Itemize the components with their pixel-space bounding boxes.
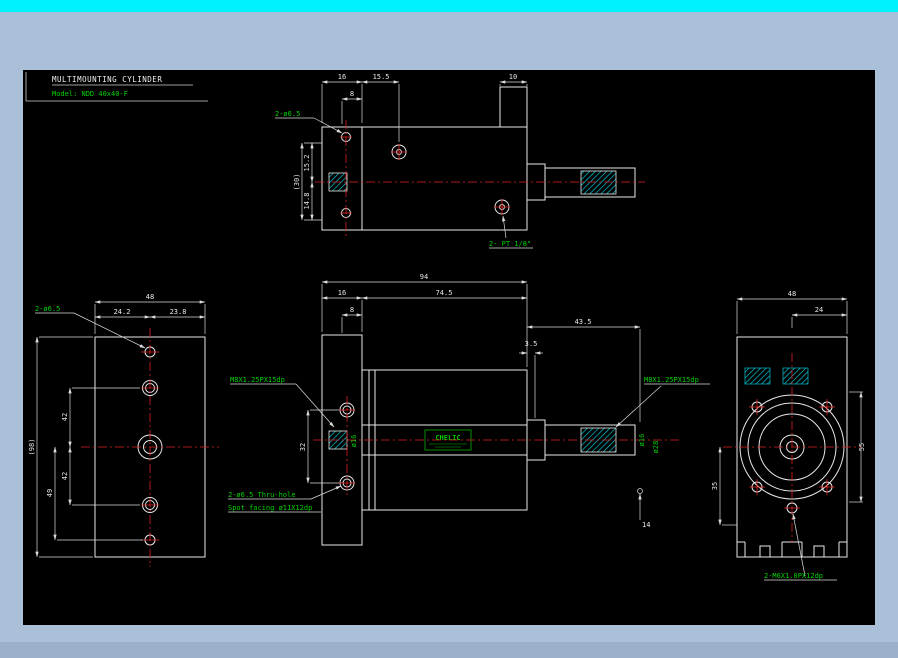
dim-right-35: 35 [711,482,719,490]
dim-left-24-2: 24.2 [114,308,131,316]
dim-top-15-5: 15.5 [373,73,390,81]
note-front-thread-left: M8X1.25PX15dp [230,376,285,384]
dia-front-16-left: ø16 [350,435,358,448]
rod-thread-hatch-top [580,170,617,195]
dia-front-16-right: ø16 [638,434,646,447]
drawing-model: Model: NDD 40x40-F [52,90,128,98]
dia-front-28: ø28 [652,441,660,454]
note-left-holes: 2-ø6.5 [35,305,60,313]
dim-top-30: (30) [293,174,301,191]
dim-top-16: 16 [338,73,346,81]
note-front-thread-right: M8X1.25PX15dp [644,376,699,384]
dim-right-24: 24 [815,306,823,314]
dim-right-55: 55 [858,443,866,451]
right-side-view: 48 24 55 35 2-M6X1.0PX12dp [711,290,866,581]
dim-left-23-8: 23.8 [170,308,187,316]
dim-front-14: 14 [642,521,650,529]
drawing-title: MULTIMOUNTING CYLINDER [52,75,162,84]
note-front-thru-hole: 2-ø6.5 Thru-hole [228,491,295,499]
dim-left-48: 48 [146,293,154,301]
dim-front-8: 8 [350,306,354,314]
dim-front-3-5: 3.5 [525,340,538,348]
dim-top-10: 10 [509,73,517,81]
thread-hatch-right-a [744,367,771,385]
dim-front-43-5: 43.5 [575,318,592,326]
dim-front-32: 32 [299,443,307,451]
dim-front-94: 94 [420,273,428,281]
dim-right-48: 48 [788,290,796,298]
drawing-canvas[interactable]: MULTIMOUNTING CYLINDER Model: NDD 40x40-… [23,70,875,625]
dim-top-14-8: 14.8 [303,193,311,210]
dim-left-42a: 42 [61,413,69,421]
title-block: MULTIMOUNTING CYLINDER Model: NDD 40x40-… [25,72,208,102]
thread-hatch-right-b [782,367,809,385]
top-view: 16 15.5 8 10 15.2 14.8 (30) 2-ø6.5 [275,73,645,249]
engineering-drawing: MULTIMOUNTING CYLINDER Model: NDD 40x40-… [25,72,866,581]
dim-left-49: 49 [46,489,54,497]
left-side-view: 48 24.2 23.8 (98) 49 42 42 2-ø6.5 [28,293,219,567]
chelic-logo: CHELIC [424,429,472,451]
note-top-holes: 2-ø6.5 [275,110,300,118]
window-bottom-strip [0,642,898,658]
dim-left-98: (98) [28,439,36,456]
logo-text: CHELIC [435,434,460,442]
dim-front-74-5: 74.5 [436,289,453,297]
note-front-spotface: Spot facing ø11X12dp [228,504,312,512]
dim-front-16: 16 [338,289,346,297]
dim-top-8: 8 [350,90,354,98]
dim-top-15-2: 15.2 [303,155,311,172]
front-view: CHELIC 94 16 74.5 8 [228,273,710,546]
note-right-thread: 2-M6X1.0PX12dp [764,572,823,580]
note-top-port: 2- PT 1/8" [489,240,531,248]
dim-left-42b: 42 [61,472,69,480]
window-top-strip [0,0,898,12]
